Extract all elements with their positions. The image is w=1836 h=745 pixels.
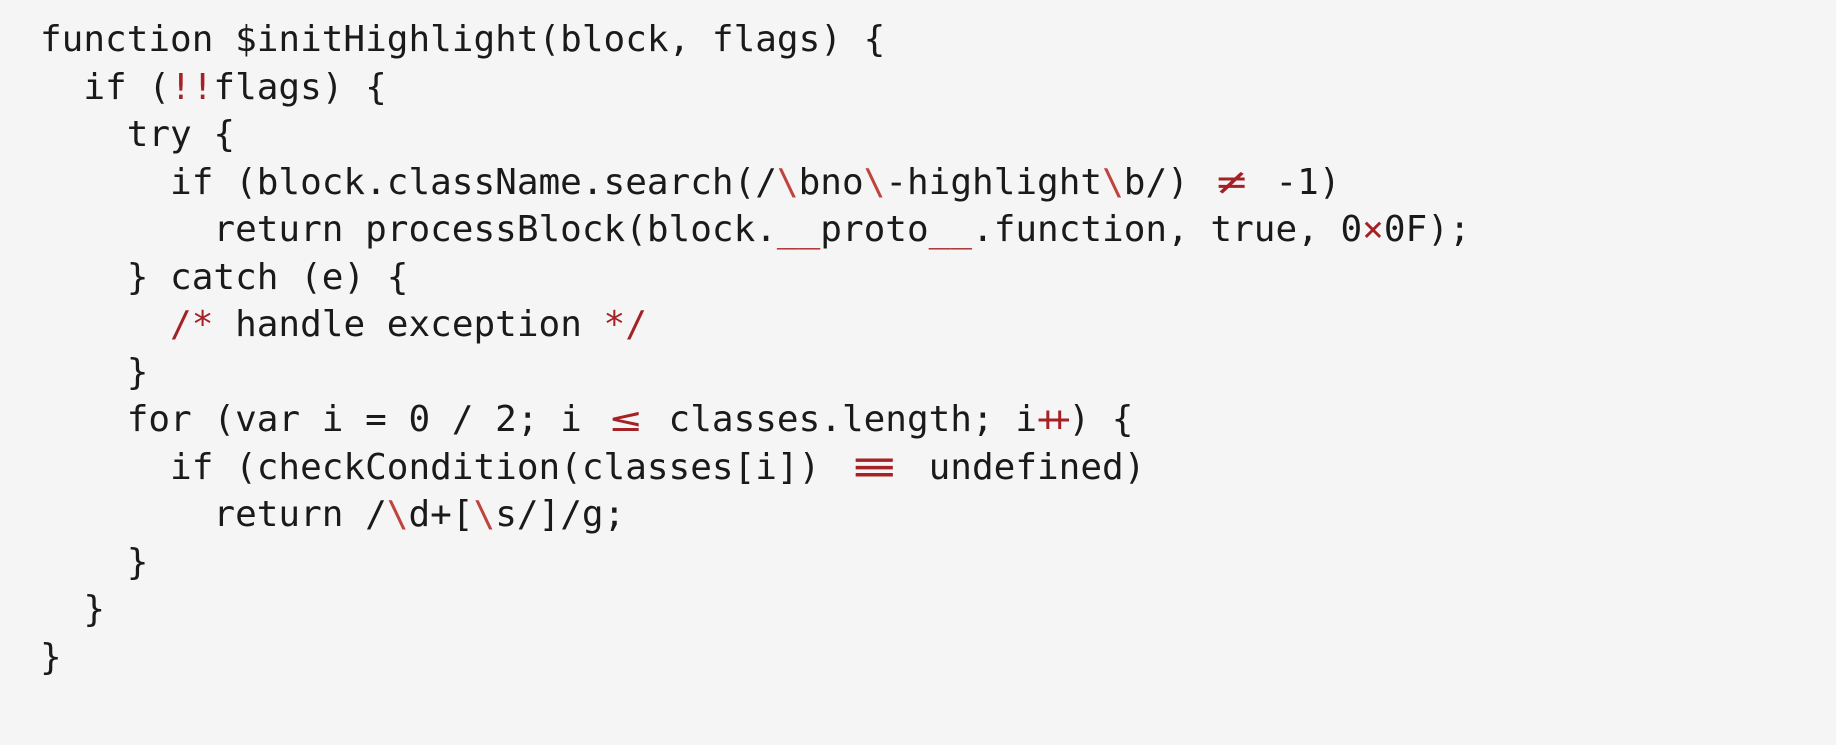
code-token: classes.length; i xyxy=(646,399,1038,440)
code-token: s/]/g; xyxy=(495,494,626,535)
code-token: ++ xyxy=(1037,399,1071,440)
code-token: \ xyxy=(473,494,496,535)
code-token: /* xyxy=(170,304,214,345)
code-line: return processBlock(block.__proto__.func… xyxy=(40,206,1836,254)
code-token: if (checkCondition(classes[i]) xyxy=(40,446,842,488)
code-token: return / xyxy=(40,494,387,535)
code-line: for (var i = 0 / 2; i ≤ classes.length; … xyxy=(40,396,1836,444)
code-line: return /\d+[\s/]/g; xyxy=(40,491,1836,539)
code-line: } xyxy=(40,586,1836,634)
code-token: } xyxy=(40,636,62,678)
code-token: × xyxy=(1362,209,1384,250)
code-token: undefined) xyxy=(906,446,1146,488)
code-token: } xyxy=(40,541,149,583)
code-token: } catch (e) { xyxy=(40,256,409,298)
code-token: ≤ xyxy=(610,399,641,440)
code-line: } xyxy=(40,634,1836,682)
code-line: if (block.className.search(/\bno\-highli… xyxy=(40,159,1836,207)
code-token: \ xyxy=(386,494,409,535)
code-token: ≠ xyxy=(1216,161,1248,203)
code-token: b/) xyxy=(1123,161,1211,203)
code-token: __ xyxy=(928,209,973,250)
code-token: if (block.className.search(/ xyxy=(40,161,777,203)
code-line: function $initHighlight(block, flags) { xyxy=(40,16,1836,64)
code-token: !! xyxy=(170,66,214,108)
code-line: try { xyxy=(40,111,1836,159)
code-line: } catch (e) { xyxy=(40,254,1836,302)
code-token: ≡ xyxy=(852,443,897,491)
code-block: function $initHighlight(block, flags) { … xyxy=(40,16,1836,681)
code-token: function $initHighlight(block, flags) { xyxy=(40,19,886,60)
code-token: \ xyxy=(1102,161,1124,203)
code-token: .function, true, 0 xyxy=(972,209,1363,250)
code-token: return processBlock(block. xyxy=(40,209,777,250)
code-token: if ( xyxy=(40,66,171,108)
code-token: \ xyxy=(863,161,886,203)
code-line: if (!!flags) { xyxy=(40,64,1836,112)
code-line: if (checkCondition(classes[i]) ≡ undefin… xyxy=(40,443,1836,492)
code-line: /* handle exception */ xyxy=(40,301,1836,349)
code-token: 0F); xyxy=(1383,209,1471,250)
code-token: ) { xyxy=(1068,399,1134,440)
code-token: \ xyxy=(776,161,799,203)
code-line: } xyxy=(40,539,1836,587)
code-token: __ xyxy=(776,209,821,250)
code-token: flags) { xyxy=(213,66,387,108)
code-token xyxy=(40,304,170,345)
code-line: } xyxy=(40,349,1836,397)
code-token: -1) xyxy=(1253,161,1341,203)
code-token: } xyxy=(40,351,149,393)
code-token: handle exception xyxy=(213,304,604,345)
code-token: try { xyxy=(40,114,236,155)
code-token: */ xyxy=(603,304,647,345)
code-token: } xyxy=(40,589,106,630)
code-token: proto xyxy=(820,209,929,250)
code-token: -highlight xyxy=(885,161,1103,203)
code-token: for (var i = 0 / 2; i xyxy=(40,399,604,440)
code-token: bno xyxy=(798,161,864,203)
code-token: d+[ xyxy=(408,494,474,535)
